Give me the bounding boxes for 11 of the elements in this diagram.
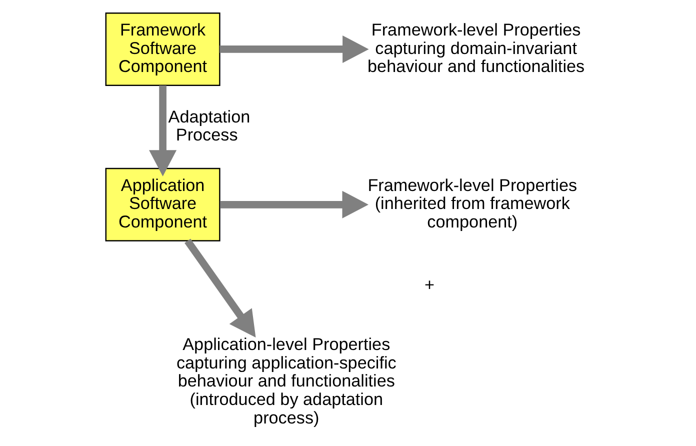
arrow: [220, 190, 368, 218]
edge-label: Adaptation Process: [168, 106, 250, 145]
arrow: [184, 238, 256, 338]
node-box: Application Software Component: [104, 168, 220, 242]
node-text: Framework-level Properties capturing domain-invariant behaviour and functionalities: [367, 19, 584, 76]
node-text: Application-level Properties capturing application-specific behaviour and functionalities (introduced by adaptation process): [176, 334, 396, 428]
arrow: [219, 35, 368, 64]
node-text: Framework-level Properties (inherited from framework component): [367, 174, 577, 232]
arrow: [148, 86, 176, 176]
label: +: [424, 274, 434, 295]
node-box: Framework Software Component: [104, 12, 220, 86]
